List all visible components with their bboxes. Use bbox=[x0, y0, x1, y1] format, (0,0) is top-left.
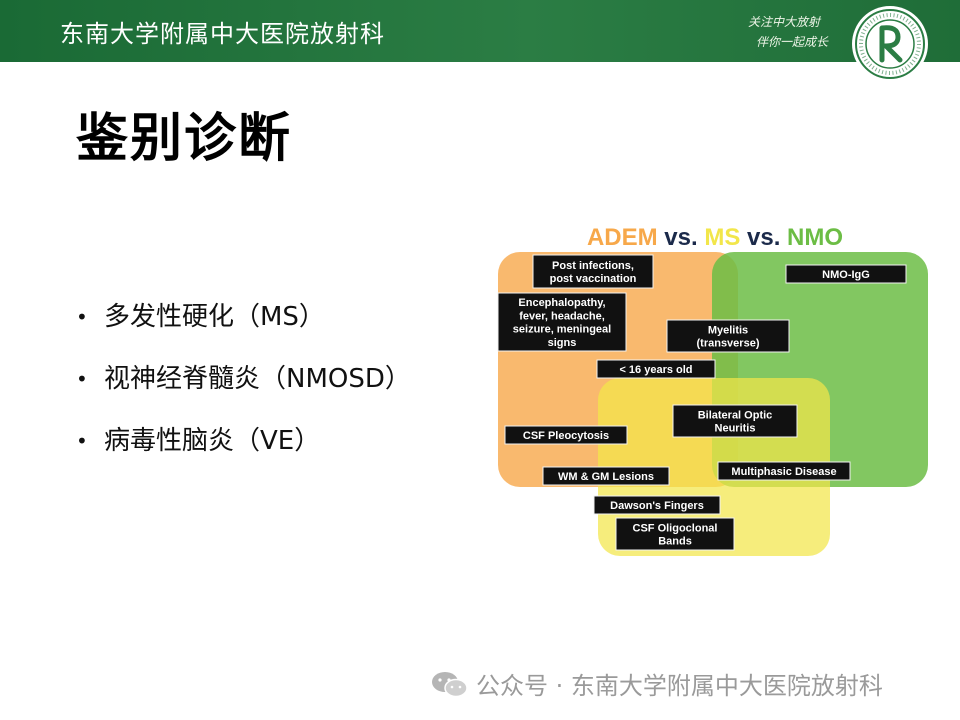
label-box bbox=[596, 359, 716, 379]
label-text: WM & GM Lesions bbox=[558, 471, 654, 483]
header-slogan: 关注中大放射 伴你一起成长 bbox=[747, 12, 828, 52]
bullet-item: • 视神经脊髓炎（NMOSD） bbox=[76, 348, 411, 410]
venn-title-vs: vs. bbox=[740, 224, 787, 251]
label-box bbox=[785, 264, 907, 284]
venn-title-ms: MS bbox=[704, 224, 740, 251]
wechat-icon bbox=[432, 671, 468, 697]
bullet-dot-icon: • bbox=[76, 367, 88, 391]
slide-title: 鉴别诊断 bbox=[76, 109, 293, 169]
label-text: NMO-IgG bbox=[822, 269, 870, 281]
label-box bbox=[497, 292, 627, 352]
header-title: 东南大学附属中大医院放射科 bbox=[60, 20, 385, 48]
label-box bbox=[666, 319, 790, 353]
bullet-item: • 多发性硬化（MS） bbox=[76, 286, 411, 348]
bullet-item: • 病毒性脑炎（VE） bbox=[76, 410, 411, 472]
venn-title: ADEM vs. MS vs. NMO bbox=[587, 224, 843, 251]
bullet-list: • 多发性硬化（MS） • 视神经脊髓炎（NMOSD） • 病毒性脑炎（VE） bbox=[76, 286, 411, 472]
label-box bbox=[672, 404, 798, 438]
label-text: Multiphasic Disease bbox=[731, 466, 836, 478]
label-box bbox=[717, 461, 851, 481]
slogan-line-1: 关注中大放射 bbox=[747, 15, 820, 29]
label-box bbox=[542, 466, 670, 486]
venn-title-adem: ADEM bbox=[587, 224, 658, 251]
label-box bbox=[532, 254, 654, 289]
bullet-dot-icon: • bbox=[76, 429, 88, 453]
label-text: Neuritis bbox=[715, 423, 756, 435]
venn-label-multiphasic: Multiphasic Disease bbox=[717, 461, 851, 481]
hospital-logo-icon bbox=[852, 6, 928, 82]
label-text: Bilateral Optic bbox=[698, 409, 773, 421]
bullet-text: 病毒性脑炎（VE） bbox=[104, 426, 321, 456]
label-text: Bands bbox=[658, 536, 692, 548]
bullet-text: 视神经脊髓炎（NMOSD） bbox=[104, 364, 411, 394]
venn-label-encephalopathy: Encephalopathy,fever, headache, seizure, … bbox=[497, 292, 627, 352]
venn-label-age: < 16 years old bbox=[596, 359, 716, 379]
label-text: Post infections, bbox=[552, 260, 634, 272]
header-bar: 东南大学附属中大医院放射科 关注中大放射 伴你一起成长 bbox=[0, 0, 960, 82]
label-box bbox=[504, 425, 628, 445]
label-text: signs bbox=[548, 337, 577, 349]
label-text: seizure, meningeal bbox=[513, 324, 611, 336]
venn-label-wm-gm: WM & GM Lesions bbox=[542, 466, 670, 486]
footer-watermark: 公众号 · 东南大学附属中大医院放射科 bbox=[430, 666, 883, 701]
slogan-line-2: 伴你一起成长 bbox=[755, 35, 828, 49]
label-text: Dawson's Fingers bbox=[610, 500, 704, 512]
venn-label-post-infection: Post infections,post vaccination bbox=[532, 254, 654, 289]
venn-diagram: ADEM vs. MS vs. NMO Post infections,post… bbox=[497, 224, 928, 556]
label-text: < 16 years old bbox=[619, 364, 692, 376]
venn-title-vs: vs. bbox=[658, 224, 705, 251]
label-text: (transverse) bbox=[697, 338, 760, 350]
footer-text: 公众号 · 东南大学附属中大医院放射科 bbox=[476, 672, 883, 700]
venn-title-nmo: NMO bbox=[787, 224, 843, 251]
bullet-text: 多发性硬化（MS） bbox=[104, 302, 325, 332]
venn-label-nmo-igg: NMO-IgG bbox=[785, 264, 907, 284]
label-box bbox=[615, 517, 735, 551]
label-text: CSF Oligoclonal bbox=[633, 522, 718, 534]
label-text: Myelitis bbox=[708, 324, 748, 336]
label-text: CSF Pleocytosis bbox=[523, 430, 609, 442]
venn-label-dawson: Dawson's Fingers bbox=[593, 495, 721, 515]
venn-label-csf-pleo: CSF Pleocytosis bbox=[504, 425, 628, 445]
label-box bbox=[593, 495, 721, 515]
venn-label-myelitis: Myelitis (transverse) bbox=[666, 319, 790, 353]
bullet-dot-icon: • bbox=[76, 305, 88, 329]
label-text: Encephalopathy, bbox=[518, 297, 605, 309]
label-text: fever, headache, bbox=[519, 310, 605, 322]
label-text: post vaccination bbox=[550, 273, 637, 285]
